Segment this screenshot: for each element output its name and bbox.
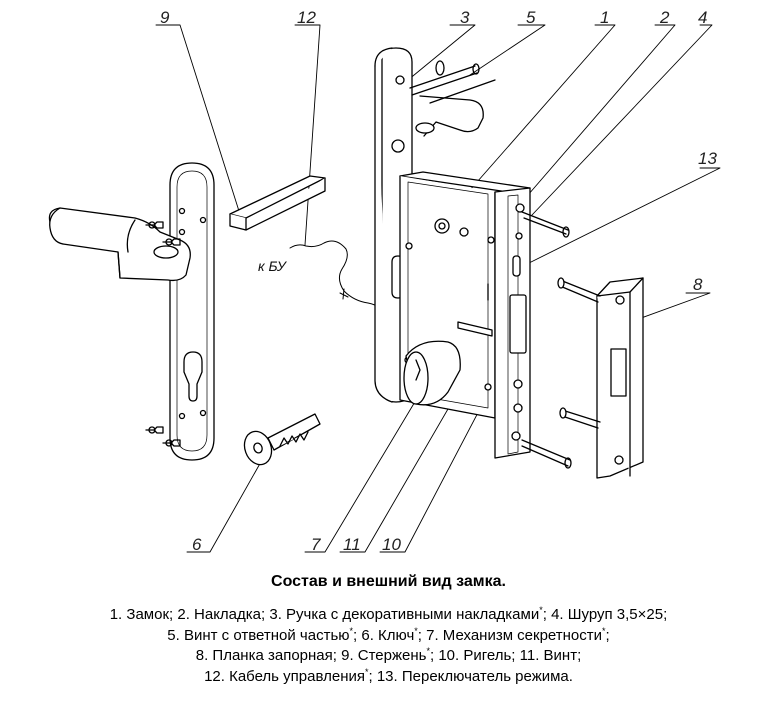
callout-7: 7 — [311, 535, 321, 554]
asterisk: * — [349, 625, 354, 636]
faceplate-screws — [521, 211, 572, 469]
top-bolts — [409, 60, 496, 104]
legend-text: ; 10. Ригель; 11. Винт; — [430, 647, 582, 664]
legend-text: 12. Кабель управления — [204, 667, 365, 685]
callout-6: 6 — [192, 535, 202, 554]
parts-legend: 1. Замок; 2. Накладка; 3. Ручка с декора… — [0, 605, 777, 687]
cylinder-mechanism — [403, 340, 461, 406]
legend-text: 8. Планка запорная; 9. Стержень — [195, 647, 427, 664]
lock-exploded-diagram — [48, 24, 721, 553]
callout-10: 10 — [382, 535, 401, 554]
callout-1: 1 — [600, 8, 610, 27]
callout-12: 12 — [297, 8, 316, 27]
escutcheon-plate — [169, 162, 215, 461]
asterisk: * — [364, 666, 369, 677]
callout-13: 13 — [698, 149, 717, 168]
legend-line-3: 8. Планка запорная; 9. Стержень*; 10. Ри… — [0, 646, 777, 667]
callout-2: 2 — [660, 8, 670, 27]
control-cable — [289, 240, 391, 318]
callout-5: 5 — [526, 8, 536, 27]
legend-text: ; — [605, 626, 610, 644]
asterisk: * — [539, 605, 543, 615]
legend-text: ; 7. Механизм секретности — [417, 626, 603, 644]
legend-text: ; 13. Переключатель режима. — [368, 667, 573, 685]
asterisk: * — [426, 646, 430, 656]
callout-9: 9 — [160, 8, 170, 27]
callout-11: 11 — [343, 535, 361, 554]
asterisk: * — [602, 625, 606, 636]
strike-plate — [557, 277, 644, 479]
left-handle — [48, 207, 191, 282]
callout-4: 4 — [698, 8, 708, 27]
key — [243, 413, 321, 466]
legend-line-4: 12. Кабель управления*; 13. Переключател… — [0, 667, 777, 688]
legend-line-1: 1. Замок; 2. Накладка; 3. Ручка с декора… — [0, 605, 777, 626]
callout-8: 8 — [693, 275, 703, 294]
caption-title: Состав и внешний вид замка. — [271, 573, 506, 590]
legend-text: 5. Винт с ответной частью — [167, 626, 350, 644]
legend-text: ; 4. Шуруп 3,5×25; — [542, 606, 668, 623]
annotation-to-control-unit: к БУ — [258, 258, 286, 274]
legend-text: 1. Замок; 2. Накладка; 3. Ручка с декора… — [109, 606, 540, 623]
lock-faceplate — [494, 187, 531, 459]
asterisk: * — [414, 625, 418, 636]
legend-text: ; 6. Ключ — [353, 626, 415, 644]
callout-3: 3 — [460, 8, 470, 27]
escutcheon-screws — [145, 221, 181, 447]
square-rod — [229, 175, 326, 231]
legend-line-2: 5. Винт с ответной частью*; 6. Ключ*; 7.… — [0, 626, 777, 647]
